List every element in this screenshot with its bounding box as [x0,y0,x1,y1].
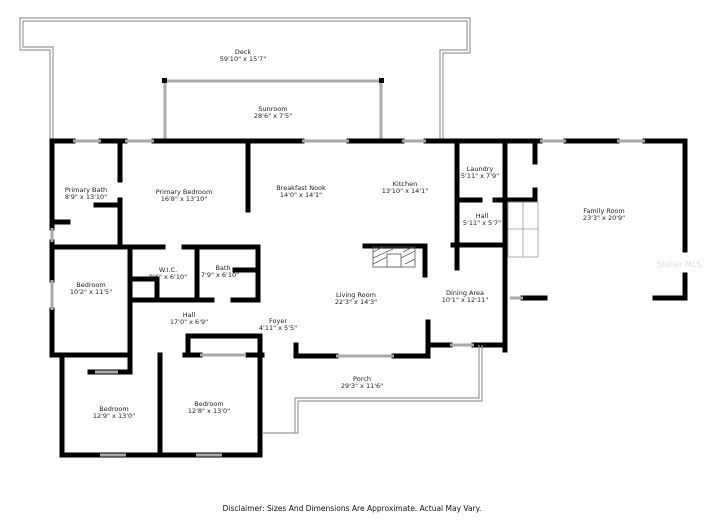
fireplace [372,246,416,268]
sunroom-walls [163,79,383,139]
windows [50,139,645,457]
bath-dims: 7'9" x 6'10" [201,271,239,279]
deck-name: Deck [235,48,252,56]
deck-outline [19,17,471,139]
primary-bedroom-dims: 16'8" x 13'10" [161,195,207,203]
family-room-name: Family Room [583,207,625,215]
laundry-dims: 5'11" x 7'9" [461,172,499,180]
wic-name: W.I.C. [159,266,177,274]
porch-outline [262,345,483,434]
living-room-dims: 22'3" x 14'3" [335,298,377,306]
laundry-name: Laundry [467,165,494,173]
primary-bath-dims: 8'9" x 13'10" [65,193,107,201]
primary-bedroom-name: Primary Bedroom [156,188,213,196]
hall-dims: 17'0" x 6'9" [170,318,208,326]
kitchen-name: Kitchen [393,180,417,188]
wic-dims: 8'6" x 6'10" [149,273,187,281]
hall-name: Hall [183,311,196,319]
kitchen-dims: 13'10" x 14'1" [382,187,428,195]
bath-name: Bath [215,264,230,272]
sunroom-dims: 28'6" x 7'5" [254,112,292,120]
hall-small-dims: 5'11" x 5'7" [463,219,501,227]
bedroom-2-name: Bedroom [99,405,128,413]
porch-dims: 29'3" x 11'6" [341,382,383,390]
disclaimer: Disclaimer: Sizes And Dimensions Are App… [223,504,482,513]
breakfast-nook-name: Breakfast Nook [276,184,326,192]
porch-outline-inner [294,345,480,433]
primary-bath-name: Primary Bath [65,186,107,194]
sunroom-name: Sunroom [258,105,287,113]
bedroom-1-dims: 10'2" x 11'5" [70,288,112,296]
bedroom-2-dims: 12'9" x 13'0" [93,412,135,420]
foyer-dims: 4'11" x 5'5" [259,324,297,332]
deck-dims: 59'10" x 15'7" [220,55,266,63]
room-labels: Deck 59'10" x 15'7" Sunroom 28'6" x 7'5"… [65,48,625,420]
foyer-name: Foyer [269,317,287,325]
bedroom-1-name: Bedroom [76,281,105,289]
porch-name: Porch [353,375,371,383]
sunroom-post [162,78,167,83]
hall-small-name: Hall [476,212,489,220]
stairs [507,201,539,258]
living-room-name: Living Room [336,291,376,299]
dining-area-dims: 10'1" x 12'11" [442,296,488,304]
deck-outline-inner [22,20,468,139]
sunroom-post [379,78,384,83]
family-room-dims: 23'3" x 20'9" [583,214,625,222]
watermark: Stellar MLS [657,260,702,269]
breakfast-nook-dims: 14'0" x 14'1" [280,191,322,199]
dining-area-name: Dining Area [446,289,484,297]
bedroom-3-dims: 12'8" x 13'0" [188,407,230,415]
bedroom-3-name: Bedroom [194,400,223,408]
